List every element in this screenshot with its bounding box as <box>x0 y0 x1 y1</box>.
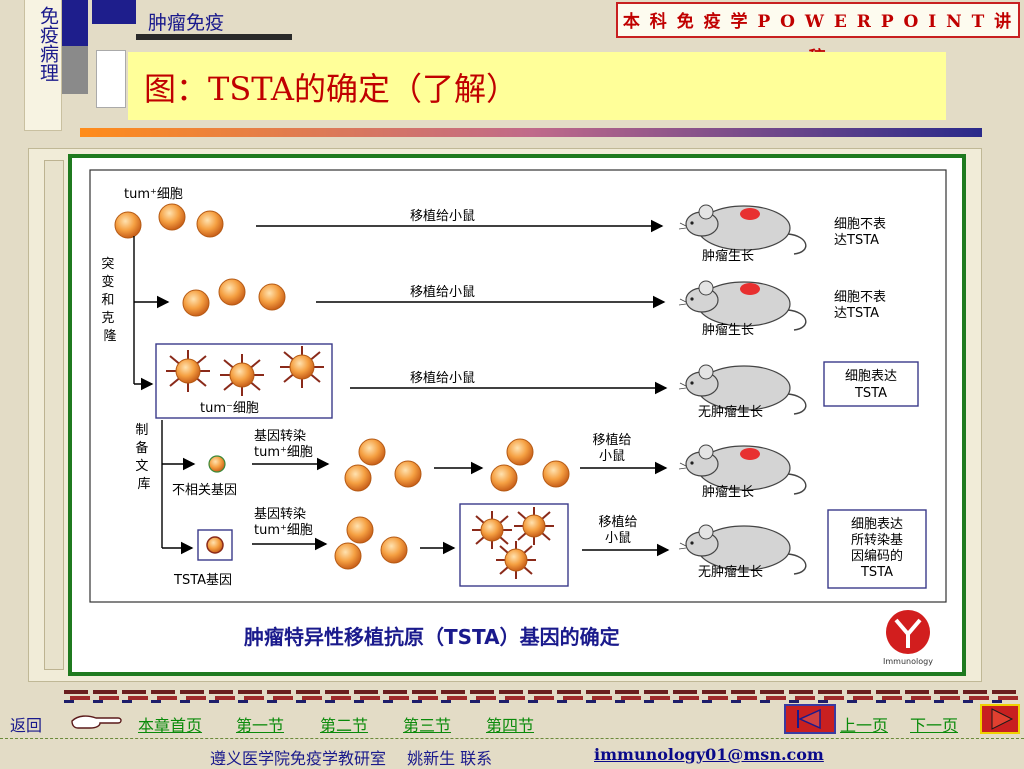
transfect-2: tum⁺细胞 <box>254 523 313 538</box>
tumor-cell <box>490 464 518 492</box>
tumor-cell <box>229 362 255 388</box>
tumor-grows-label: 肿瘤生长 <box>702 484 754 500</box>
transplant-l2: 小鼠 <box>605 531 631 546</box>
not-express-1: 细胞不表 <box>834 217 886 232</box>
logo-text: Immunology <box>883 657 933 666</box>
not-express-2: 达TSTA <box>834 233 879 248</box>
footer-email-link[interactable]: immunology01@msn.com <box>594 745 824 764</box>
encode-2: 所转染基 <box>851 533 903 548</box>
footer-text: 遵义医学院免疫学教研室 姚新生 联系 <box>210 749 493 768</box>
vertical-title: 免疫病理 <box>37 6 59 82</box>
transfect-2: tum⁺细胞 <box>254 445 313 460</box>
tumor-mark <box>740 208 760 220</box>
transplant-l2: 小鼠 <box>599 449 625 464</box>
transfect-1: 基因转染 <box>254 507 306 522</box>
next-page-link[interactable]: 下一页 <box>910 716 959 735</box>
section-3-link[interactable]: 第三节 <box>403 716 452 735</box>
deco-bar <box>136 34 292 40</box>
footer: 遵义医学院免疫学教研室 姚新生 联系 immunology01@msn.com <box>0 738 1024 769</box>
tumor-mark <box>740 283 760 295</box>
vertical-title-column <box>24 0 62 131</box>
tumor-grows-label: 肿瘤生长 <box>702 248 754 264</box>
next-arrow-icon <box>991 708 1014 730</box>
tumor-cell <box>346 516 374 544</box>
deco-square <box>62 46 88 94</box>
library-label: 制 备 文 库 <box>135 423 152 492</box>
tum-minus-label: tum⁻细胞 <box>200 401 259 416</box>
back-link[interactable]: 返回 <box>10 716 43 735</box>
prev-page-link[interactable]: 上一页 <box>840 716 889 735</box>
tsta-gene-label: TSTA基因 <box>173 573 232 588</box>
transfect-1: 基因转染 <box>254 429 306 444</box>
transplant-label: 移植给小鼠 <box>410 285 475 300</box>
tumor-cell <box>522 514 546 538</box>
tumor-cell <box>182 289 210 317</box>
title-highlight <box>128 52 946 120</box>
next-arrow-button[interactable] <box>980 704 1020 734</box>
tumor-cell <box>542 460 570 488</box>
transplant-label: 移植给小鼠 <box>410 209 475 224</box>
no-tumor-label: 无肿瘤生长 <box>698 404 763 420</box>
hand-pointer-icon[interactable] <box>70 712 122 730</box>
tumor-cell <box>394 460 422 488</box>
transplant-label: 移植给小鼠 <box>410 371 475 386</box>
tumor-cell <box>196 210 224 238</box>
chapter-home-link[interactable]: 本章首页 <box>138 716 203 735</box>
deco-strip <box>64 688 1020 704</box>
small-cell <box>206 536 224 554</box>
no-tumor-label: 无肿瘤生长 <box>698 564 763 580</box>
transplant-l1: 移植给 <box>592 433 631 448</box>
tumor-cell <box>380 536 408 564</box>
transplant-l1: 移植给 <box>598 515 637 530</box>
tumor-cell <box>218 278 246 306</box>
side-panel <box>44 160 64 670</box>
encode-3: 因编码的 <box>851 548 903 564</box>
tumor-grows-label: 肿瘤生长 <box>702 322 754 338</box>
section-2-link[interactable]: 第二节 <box>320 716 369 735</box>
tumor-cell <box>114 211 142 239</box>
encode-box <box>827 509 927 589</box>
immunology-logo: Immunology <box>883 610 933 666</box>
unrelated-gene-label: 不相关基因 <box>172 483 237 498</box>
prev-arrow-button[interactable] <box>784 704 836 734</box>
tumor-cell <box>344 464 372 492</box>
prev-arrow-icon <box>797 708 821 730</box>
tumor-cell <box>504 548 528 572</box>
encode-1: 细胞表达 <box>851 517 903 532</box>
deco-square <box>92 0 136 24</box>
nav-bar: 返回 本章首页 第一节 第二节 第三节 第四节 上一页 下一页 <box>0 704 1024 736</box>
tumor-cell <box>506 438 534 466</box>
express-1: 细胞表达 <box>845 369 897 384</box>
not-express-2: 达TSTA <box>834 306 879 321</box>
tumor-cell <box>289 354 315 380</box>
tsta-diagram: tum⁺细胞 移植给小鼠 肿瘤生长 细胞不表 达TSTA 突 变 和 克 隆 移… <box>68 154 966 676</box>
tum-plus-label: tum⁺细胞 <box>124 187 183 202</box>
small-cell <box>208 455 226 473</box>
tumor-cell <box>258 283 286 311</box>
express-box <box>823 361 919 407</box>
tumor-cell <box>175 358 201 384</box>
gradient-divider <box>80 128 982 137</box>
deco-square <box>96 50 126 108</box>
deco-square <box>62 0 88 46</box>
encode-4: TSTA <box>860 565 893 580</box>
tumor-mark <box>740 448 760 460</box>
subject-label: 肿瘤免疫 <box>148 12 225 34</box>
tumor-cell <box>158 203 186 231</box>
express-2: TSTA <box>854 386 887 401</box>
tumor-cell <box>358 438 386 466</box>
tumor-cell <box>334 542 362 570</box>
section-4-link[interactable]: 第四节 <box>486 716 535 735</box>
tumor-cell <box>480 518 504 542</box>
course-title: 本 科 免 疫 学 P O W E R P O I N T 讲 稿 <box>616 2 1020 68</box>
mutate-label: 突 变 和 克 隆 <box>101 256 118 344</box>
section-1-link[interactable]: 第一节 <box>236 716 285 735</box>
not-express-1: 细胞不表 <box>834 290 886 305</box>
figure-caption: 肿瘤特异性移植抗原（TSTA）基因的确定 <box>244 625 620 649</box>
page-title: 图：TSTA的确定（了解） <box>144 70 518 108</box>
